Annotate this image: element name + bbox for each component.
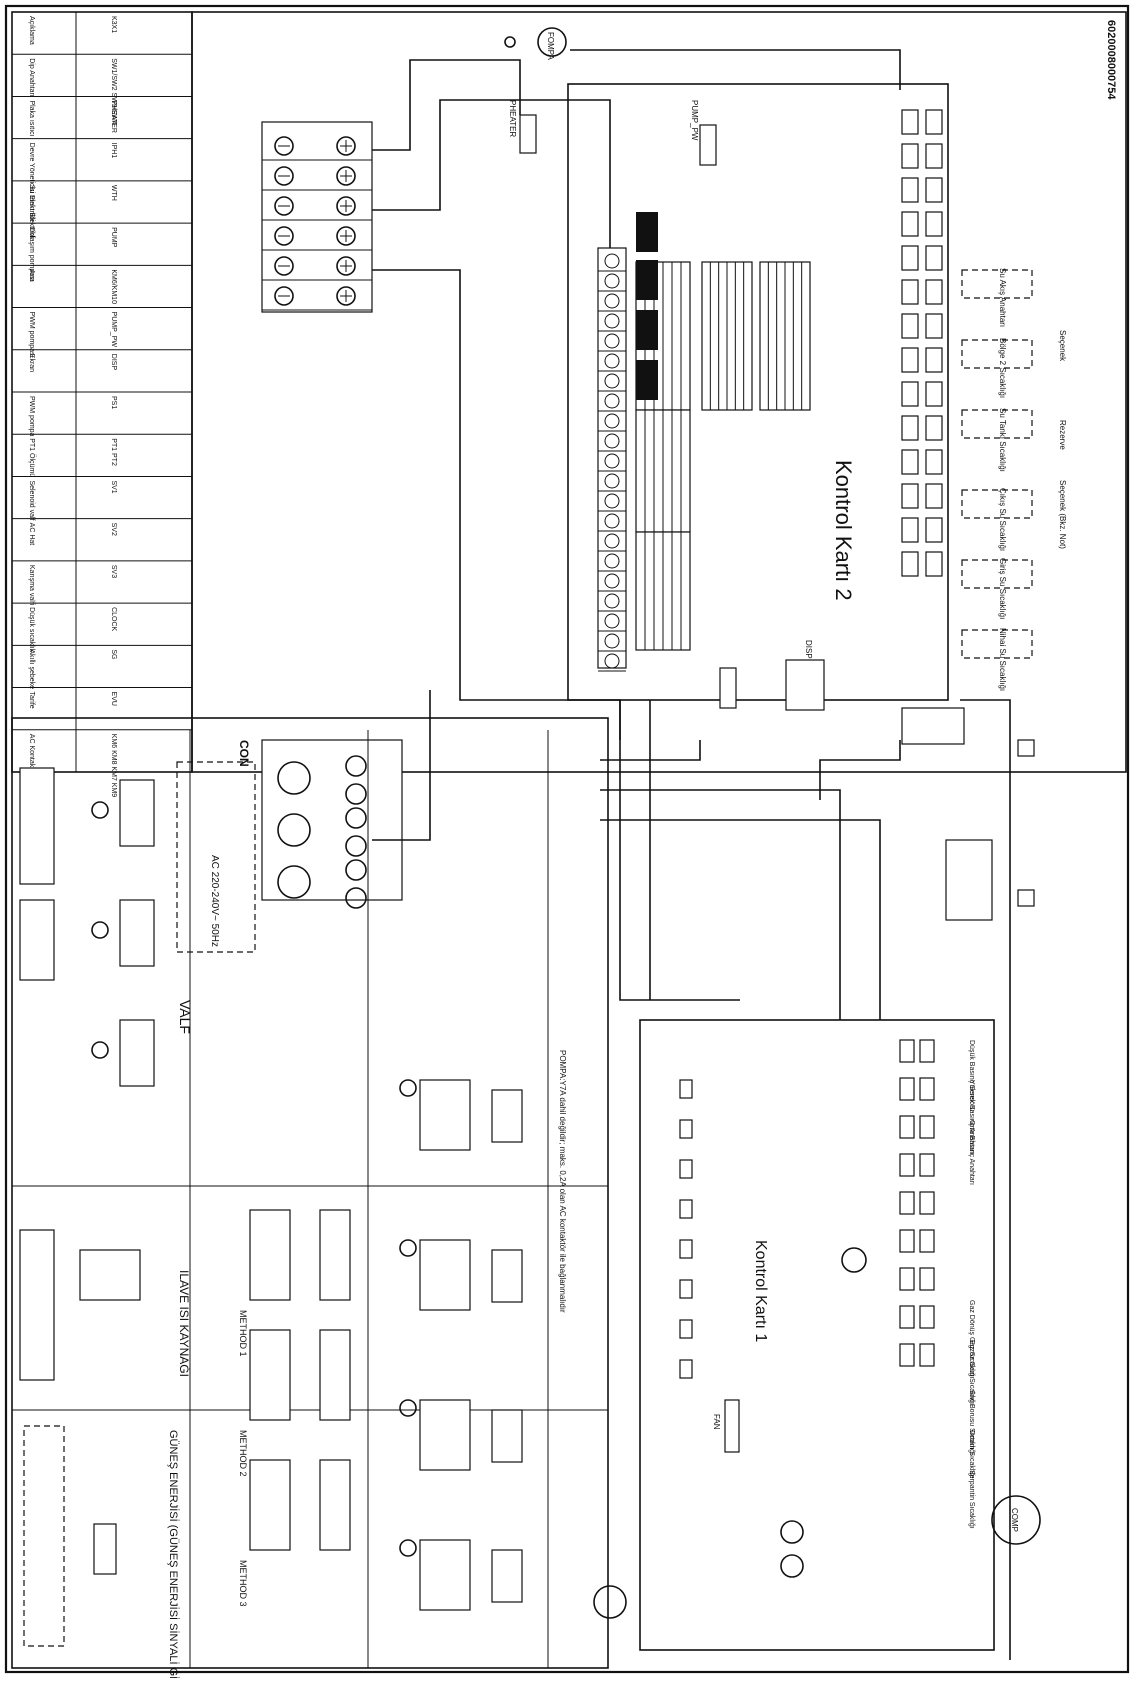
legend-row-name: Selenoid valf bbox=[28, 480, 35, 520]
pompa-note: POMPA:Y7A dahil değildir; maks. 0,2A ola… bbox=[558, 1050, 567, 1313]
legend-row-name: Devre Yöneticisi Elektrikli bbox=[28, 143, 35, 222]
legend-row-code: CLOCK bbox=[110, 607, 117, 631]
sensor-label: Çıkış Su Sıcaklığı bbox=[998, 488, 1007, 551]
board1-sensor-label: Ortam Sıcaklığı bbox=[968, 1430, 975, 1478]
control-board-2: Kontrol Kartı 2 DISP bbox=[567, 83, 949, 711]
sensor-label: Su Akış Anahtarı bbox=[998, 268, 1007, 327]
board1-sensor-label: Serpantin Sıcaklığı bbox=[968, 1470, 975, 1529]
legend-row-code: K3X1 bbox=[110, 16, 117, 33]
comp-label: COMP bbox=[1010, 1508, 1019, 1532]
legend-row-code: SG bbox=[110, 649, 117, 659]
legend-row-code: PHEATER bbox=[110, 100, 117, 133]
legend-row-name: Ana bbox=[28, 269, 35, 282]
legend-row-name: Açıklama bbox=[28, 16, 35, 45]
pump-pw-label: PUMP_PW bbox=[690, 100, 699, 141]
heater-pump-group: FOMPA PHEATER PUMP_PW bbox=[504, 27, 717, 166]
fompa-label: FOMPA bbox=[546, 32, 555, 61]
sensor-label: Giriş Su Sıcaklığı bbox=[998, 558, 1007, 619]
legend-row-name: Akıllı şebeke bbox=[28, 649, 35, 689]
legend-row-name: Karışma valfi bbox=[28, 565, 35, 606]
legend-row-name: Dip Anahtarı bbox=[28, 58, 35, 97]
legend-row-name: Dolaşım pompası bbox=[28, 227, 35, 282]
legend-row-code: SV3 bbox=[110, 565, 117, 578]
board1-sensor-label: Egzoz Gazı Sıcaklığı bbox=[968, 1340, 975, 1405]
legend-row-code: PUMP bbox=[110, 227, 117, 248]
gunes-title: GÜNEŞ ENERJİSİ (GÜNEŞ ENERJİSİ SİNYALİ G… bbox=[167, 1430, 180, 1678]
legend-row-name: PWM pompası bbox=[28, 312, 35, 358]
disp-label: DISP bbox=[804, 640, 813, 659]
method-label: METHOD 3 bbox=[238, 1560, 248, 1607]
legend-row-name: Plaka ısıtıcı bbox=[28, 100, 35, 136]
board1-sensor-label: Yüksek Basınç Anahtarı bbox=[968, 1080, 975, 1154]
legend-row-name: PT1 Ölçümü bbox=[28, 438, 36, 477]
legend-row-name: Düşük sıcaklık bbox=[28, 607, 35, 653]
side-option-label: Seçenek bbox=[1058, 330, 1067, 362]
board1-title: Kontrol Kartı 1 bbox=[752, 1240, 769, 1342]
compressor-fan: COMP FAN bbox=[593, 1399, 1041, 1619]
method-label: METHOD 1 bbox=[238, 1310, 248, 1357]
sensor-label: Su Tankı Sıcaklığı bbox=[998, 408, 1007, 472]
legend-row-name: Tarife bbox=[28, 692, 35, 709]
board2-right-connectors bbox=[901, 109, 965, 745]
board1-sensor-label: Gaz Dönüş Gaz Sıcaklığı bbox=[968, 1300, 975, 1379]
legend-row-name: Ekran bbox=[28, 354, 35, 372]
outer-frame bbox=[4, 4, 1130, 1674]
legend-row-code: PUMP_PW bbox=[110, 312, 117, 348]
con-panel: CON VALF İLAVE ISI KAYNAĞI GÜNEŞ ENERJİS… bbox=[11, 717, 609, 1683]
con-title: CON bbox=[237, 740, 251, 767]
legend-row-code: SV2 bbox=[110, 523, 117, 536]
ilave-title: İLAVE ISI KAYNAĞI bbox=[177, 1270, 192, 1377]
legend-row-name: AC Hat bbox=[28, 523, 35, 546]
legend-row-code: IPH1 bbox=[110, 143, 117, 159]
legend-row-code: KM6 KM8 KM7 KM9 bbox=[110, 734, 117, 798]
sensor-label: Bölge 2 Sıcaklığı bbox=[998, 338, 1007, 398]
board1-sensor-label: Sıvı Borusu Sıcaklığı bbox=[968, 1390, 975, 1455]
main-ac-terminals: AC 220-240V~ 50Hz bbox=[176, 739, 403, 953]
side-option-label: Seçenek (Bkz. Not) bbox=[1058, 480, 1067, 549]
legend-row-code: SV1 bbox=[110, 480, 117, 493]
legend-row-code: PT1 PT2 bbox=[110, 438, 117, 466]
disp-block bbox=[785, 659, 825, 711]
legend-row-code: KM6/KM10 bbox=[110, 269, 117, 304]
legend-row-code: SW1/SW2 SW3/SW4 bbox=[110, 58, 117, 125]
sensor-label: Nihai Su Sıcaklığı bbox=[998, 628, 1007, 691]
pheater-label: PHEATER bbox=[508, 100, 517, 137]
valf-title: VALF bbox=[177, 1000, 193, 1034]
method-label: METHOD 2 bbox=[238, 1430, 248, 1477]
side-option-label: Rezerve bbox=[1058, 420, 1067, 450]
legend-row-code: PS1 bbox=[110, 396, 117, 409]
power-terminal-block bbox=[261, 121, 373, 313]
board1-sensor-label: Düşük Basınç Sensörü bbox=[968, 1040, 975, 1111]
legend-row-name: AC Kontaktör bbox=[28, 734, 35, 776]
legend-row-name: PWM pompa bbox=[28, 396, 35, 437]
legend-row-code: WTH bbox=[110, 185, 117, 201]
legend-row-code: DISP bbox=[110, 354, 117, 371]
legend-row-code: EVU bbox=[110, 692, 117, 706]
main-wires bbox=[372, 49, 1011, 1660]
control-board-1: Kontrol Kartı 1 bbox=[639, 1019, 995, 1651]
legend-row-name: Su tankı Elektrikli bbox=[28, 185, 35, 239]
fan-label: FAN bbox=[712, 1414, 721, 1430]
board1-sensor-label: Orta Basınç Anahtarı bbox=[968, 1120, 975, 1185]
doc-code: 6020008000754 bbox=[1105, 20, 1117, 100]
board2-title: Kontrol Kartı 2 bbox=[831, 460, 856, 601]
upper-area bbox=[191, 11, 1127, 773]
external-control-box bbox=[945, 839, 993, 921]
power-label: AC 220-240V~ 50Hz bbox=[209, 855, 220, 947]
